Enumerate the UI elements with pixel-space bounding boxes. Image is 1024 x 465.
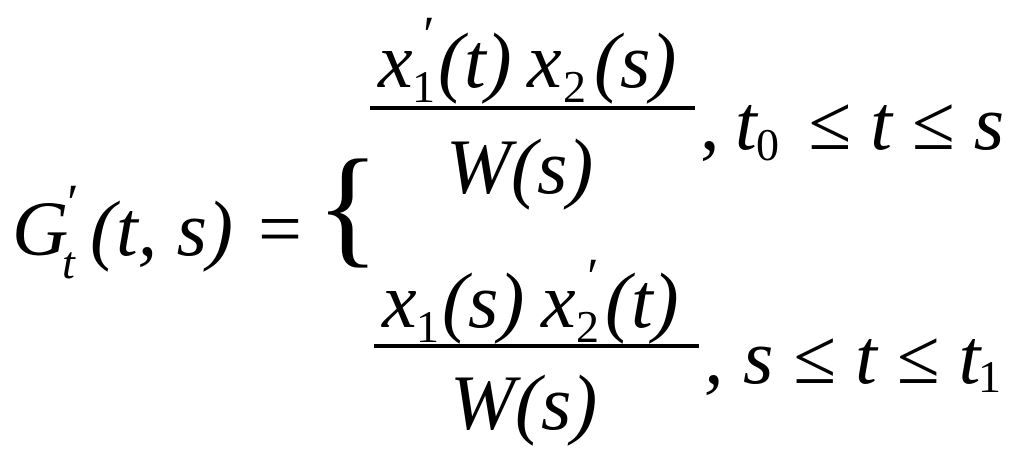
left-brace: {: [316, 132, 380, 279]
case2-cond: , s ≤ t ≤ t: [704, 313, 981, 400]
case1-num-x1: x: [378, 17, 413, 104]
case1-num-t: (t): [438, 17, 512, 104]
case1-num-x2: x: [527, 17, 562, 104]
equals-sign: =: [258, 185, 302, 272]
lhs-G: G: [12, 185, 69, 272]
case2-num-x2-prime: ′: [584, 249, 596, 306]
case2-den: W(s): [450, 359, 598, 446]
lhs-subscript-t: t: [62, 237, 75, 288]
case1-num-x1-sub: 1: [412, 61, 435, 112]
case2-num-x2: x: [541, 257, 576, 344]
case1-cond-t0-sub: 0: [756, 119, 779, 170]
case1-fraction-bar: [370, 106, 695, 110]
case1-cond-rest: ≤ t ≤ s: [808, 79, 1005, 166]
case2-num-s: (s): [442, 257, 525, 344]
case2-num-t: (t): [605, 257, 679, 344]
case2-num-x1: x: [382, 257, 417, 344]
case1-num-x1-prime: ′: [420, 7, 432, 64]
case1-num-x2-sub: 2: [563, 61, 586, 112]
case1-num-s: (s): [594, 17, 677, 104]
case2-fraction-bar: [374, 344, 699, 348]
lhs-prime: ′: [64, 175, 76, 232]
case2-cond-t1-sub: 1: [978, 351, 1001, 402]
case1-cond-t0: t: [735, 79, 757, 166]
case2-num-x2-sub: 2: [576, 301, 599, 352]
case1-den: W(s): [446, 123, 594, 210]
case2-num-x1-sub: 1: [416, 301, 439, 352]
case1-cond-comma: ,: [700, 79, 720, 166]
lhs-args: (t, s): [90, 185, 233, 272]
